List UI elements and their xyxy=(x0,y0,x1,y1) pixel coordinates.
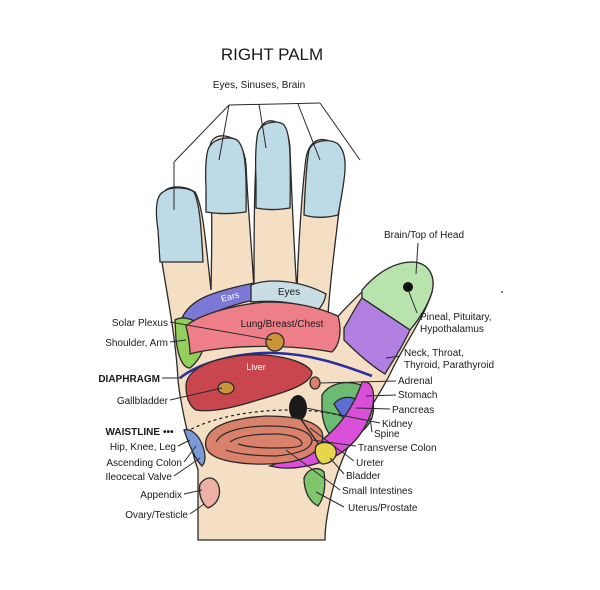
fingertip-little xyxy=(303,139,346,218)
lung-zone xyxy=(185,301,341,355)
label-gallbladder: Gallbladder xyxy=(117,396,169,407)
label-neck-1: Neck, Throat, xyxy=(404,348,464,359)
label-hip: Hip, Knee, Leg xyxy=(110,442,176,453)
diagram-title: RIGHT PALM xyxy=(221,45,323,64)
leader-appendix xyxy=(183,489,203,495)
leader-uterus xyxy=(315,491,345,508)
leader-stomach xyxy=(365,394,397,397)
liver-zone xyxy=(185,354,313,412)
label-uterus: Uterus/Prostate xyxy=(348,503,418,514)
leader-adrenal xyxy=(319,380,397,384)
leader-ureter xyxy=(309,427,355,462)
fingertip-middle xyxy=(204,137,247,215)
waistline-dots: ••• xyxy=(163,427,174,438)
leader-pancreas xyxy=(355,407,391,410)
ureter-line xyxy=(299,417,321,447)
leader-bladder xyxy=(329,457,345,475)
leader-gallbladder xyxy=(169,387,223,401)
label-eyes-sinuses-brain: Eyes, Sinuses, Brain xyxy=(213,80,305,91)
label-pineal-2: Hypothalamus xyxy=(420,324,484,335)
fingertip-index xyxy=(155,187,204,263)
label-ileocecal: Ileocecal Valve xyxy=(105,472,172,483)
leader-pineal xyxy=(408,291,418,314)
gallbladder-point xyxy=(217,381,235,395)
eyes-label: Eyes xyxy=(278,287,300,298)
label-adrenal: Adrenal xyxy=(398,376,432,387)
ears-label: Ears xyxy=(220,289,241,304)
leader-hip xyxy=(177,439,191,447)
label-ovary: Ovary/Testicle xyxy=(125,510,188,521)
label-ureter: Ureter xyxy=(356,458,384,469)
liver-label: Liver xyxy=(246,362,266,372)
lung-label: Lung/Breast/Chest xyxy=(241,319,324,330)
intestine-loop-2 xyxy=(229,433,303,449)
fingertips xyxy=(155,121,346,263)
label-bladder: Bladder xyxy=(346,471,381,482)
label-appendix: Appendix xyxy=(140,490,182,501)
label-pancreas: Pancreas xyxy=(392,405,434,416)
stray-dot xyxy=(501,291,503,293)
label-waistline: WAISTLINE xyxy=(106,427,161,438)
fingertip-ring xyxy=(254,121,291,211)
labels: Eyes, Sinuses, Brain Brain/Top of Head P… xyxy=(98,80,494,521)
label-spine: Spine xyxy=(374,429,400,440)
adrenal-point xyxy=(309,376,321,390)
label-ascending-colon: Ascending Colon xyxy=(106,458,182,469)
leader-transverse xyxy=(311,439,357,447)
leader-brain xyxy=(415,242,419,275)
label-brain-top: Brain/Top of Head xyxy=(384,230,464,241)
leader-ovary xyxy=(189,503,205,515)
leader-small-intestines xyxy=(285,449,341,491)
label-kidney: Kidney xyxy=(382,419,413,430)
leader-solar-plexus xyxy=(169,321,273,341)
label-transverse-colon: Transverse Colon xyxy=(358,443,437,454)
label-neck-2: Thyroid, Parathyroid xyxy=(404,360,494,371)
leader-ileocecal xyxy=(173,457,201,477)
label-small-intestines: Small Intestines xyxy=(342,486,413,497)
leader-ascending xyxy=(183,445,197,463)
leader-kidney xyxy=(305,407,381,424)
label-diaphragm: DIAPHRAGM xyxy=(98,374,160,385)
label-stomach: Stomach xyxy=(398,390,437,401)
leader-lines xyxy=(162,242,419,515)
kidney-point xyxy=(289,395,307,421)
spine-zone xyxy=(267,381,375,469)
uterus-zone xyxy=(303,467,326,507)
leader-shoulder xyxy=(169,339,187,343)
label-solar-plexus: Solar Plexus xyxy=(112,318,168,329)
leader-spine xyxy=(369,417,373,433)
pineal-point xyxy=(403,282,413,292)
neck-zone xyxy=(343,297,411,375)
solar-plexus-point xyxy=(265,332,285,352)
label-pineal-1: Pineal, Pituitary, xyxy=(420,312,492,323)
appendix-zone xyxy=(198,477,221,509)
eyes-sinuses-brain-leaders xyxy=(173,102,361,210)
leader-neck xyxy=(385,355,401,359)
label-shoulder: Shoulder, Arm xyxy=(105,338,168,349)
